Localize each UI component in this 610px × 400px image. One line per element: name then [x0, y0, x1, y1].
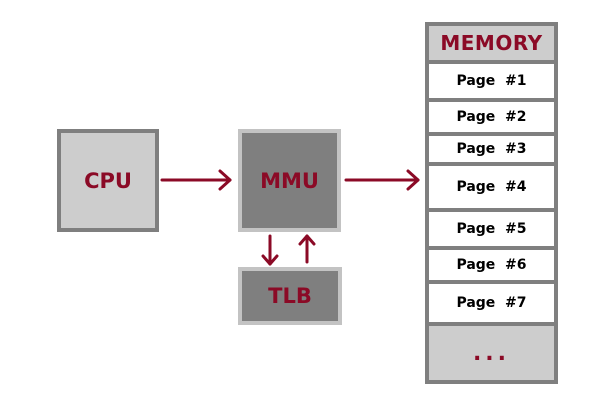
arrow-tlb-to-mmu — [298, 234, 316, 264]
tlb-box: TLB — [238, 267, 342, 325]
memory-ellipsis: ... — [429, 326, 554, 380]
mmu-label: MMU — [260, 168, 319, 193]
memory-page-5: Page #5 — [429, 212, 554, 246]
tlb-label: TLB — [268, 284, 312, 308]
memory-page-2: Page #2 — [429, 102, 554, 132]
memory-page-7: Page #7 — [429, 284, 554, 322]
mmu-box: MMU — [238, 129, 341, 232]
arrow-mmu-to-memory — [344, 169, 420, 191]
memory-page-6: Page #6 — [429, 250, 554, 280]
cpu-label: CPU — [84, 168, 132, 193]
arrow-mmu-to-tlb — [261, 234, 279, 266]
memory-title: MEMORY — [429, 26, 554, 60]
arrow-cpu-to-mmu — [160, 169, 232, 191]
memory-page-4: Page #4 — [429, 166, 554, 208]
memory-page-1: Page #1 — [429, 64, 554, 98]
cpu-box: CPU — [57, 129, 159, 232]
memory-block: MEMORY Page #1 Page #2 Page #3 Page #4 P… — [425, 22, 558, 384]
memory-page-3: Page #3 — [429, 136, 554, 162]
